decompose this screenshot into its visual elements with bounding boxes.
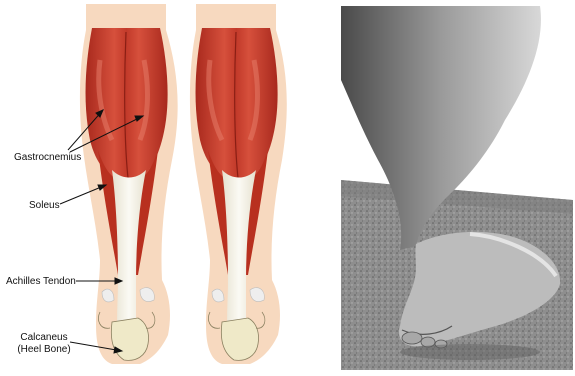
label-soleus: Soleus (29, 200, 60, 212)
left-leg-illustration (80, 4, 178, 364)
right-leg-illustration (190, 4, 287, 364)
label-calcaneus: Calcaneus (Heel Bone) (16, 332, 72, 356)
label-calcaneus-line2: (Heel Bone) (16, 344, 72, 356)
label-achilles-tendon: Achilles Tendon (6, 276, 76, 288)
foot-photo (341, 6, 573, 370)
label-gastrocnemius: Gastrocnemius (14, 152, 81, 164)
label-calcaneus-line1: Calcaneus (16, 332, 72, 344)
